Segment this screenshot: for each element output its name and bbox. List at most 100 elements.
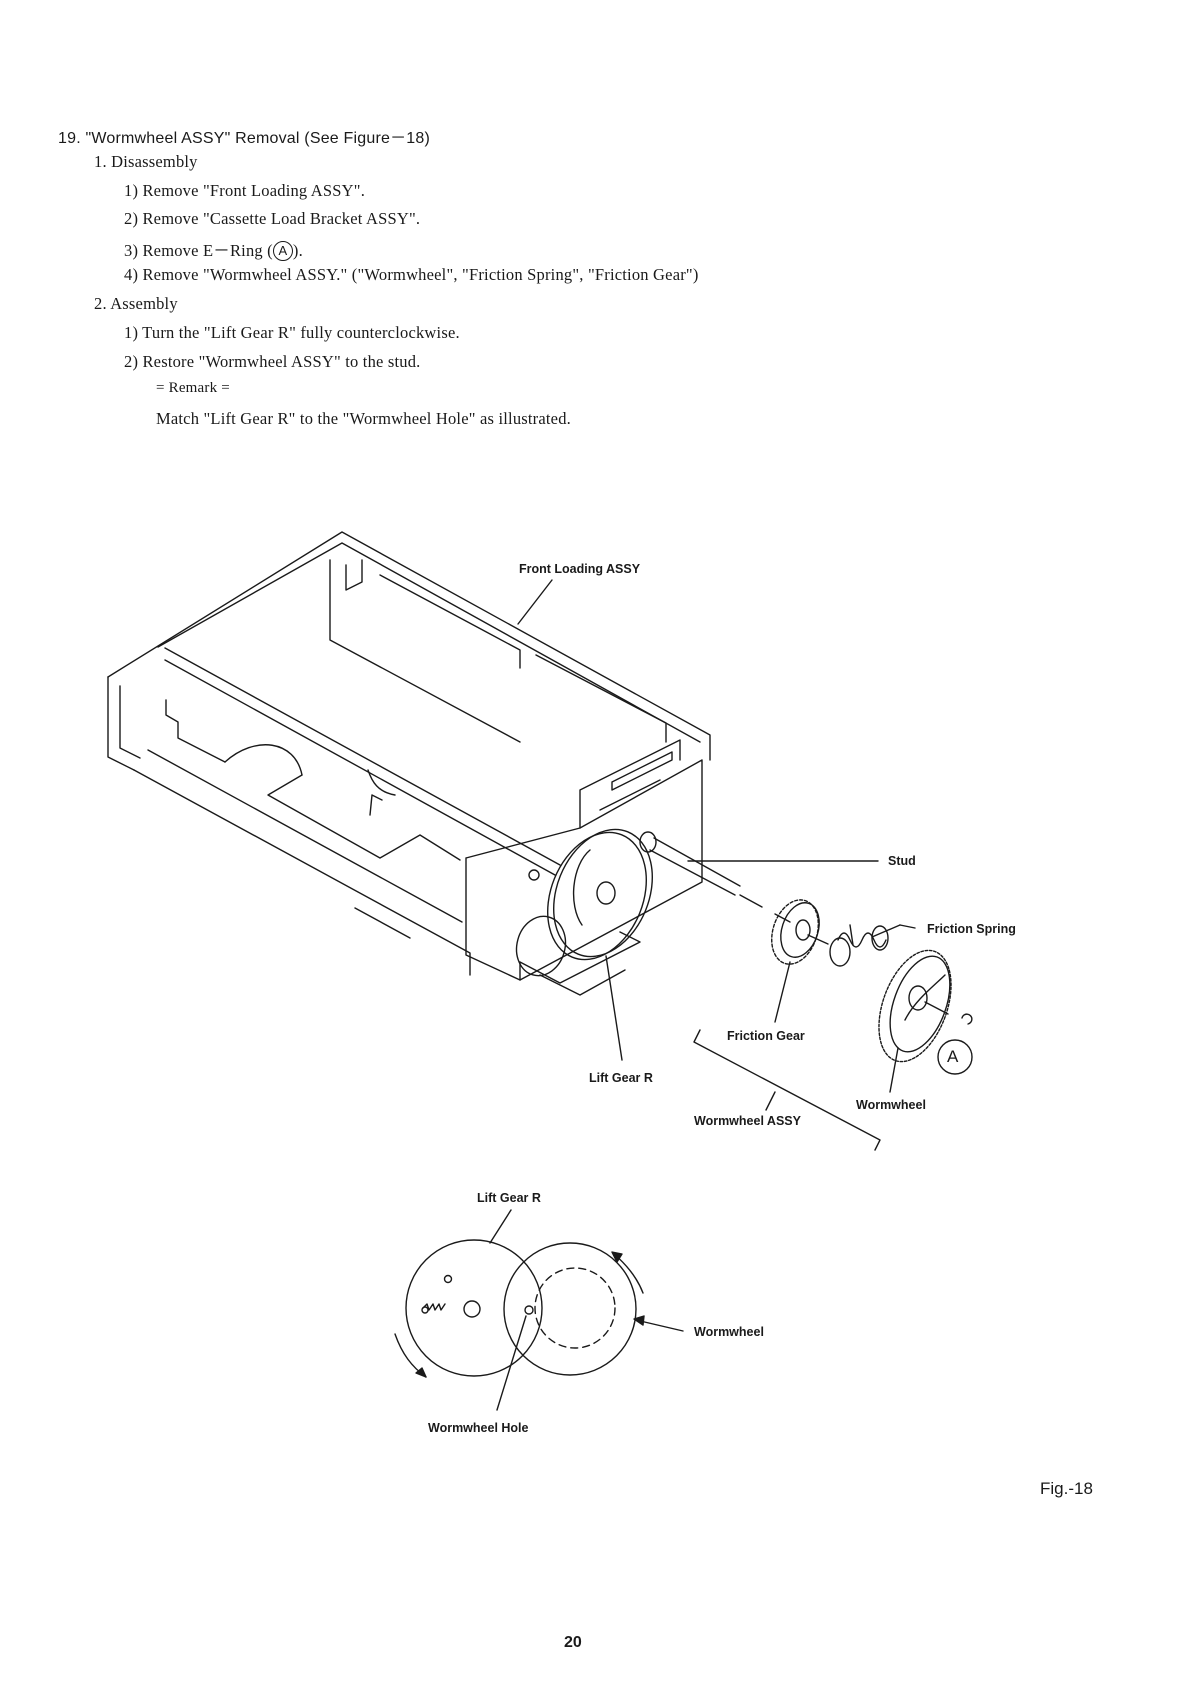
friction-spring-end bbox=[829, 937, 851, 967]
stud-shaft-bottom bbox=[649, 849, 736, 896]
chassis-side-slot bbox=[611, 751, 673, 791]
detail-lift-gear-pin-2 bbox=[421, 1306, 429, 1314]
detail-wormwheel-hole bbox=[524, 1305, 534, 1315]
chassis-cam-slot bbox=[367, 769, 396, 796]
wormwheel-assy-leader bbox=[765, 1091, 776, 1111]
label-stud: Stud bbox=[888, 854, 916, 868]
e-ring-mark-circle bbox=[937, 1039, 973, 1075]
chassis-cutout-arc bbox=[224, 744, 303, 776]
chassis-hole bbox=[528, 869, 540, 881]
chassis-bottom-bracket-2 bbox=[539, 969, 626, 996]
detail-lift-gear-spring bbox=[422, 1303, 446, 1311]
lift-gear-r-leader bbox=[605, 955, 623, 1061]
front-loading-leader bbox=[517, 579, 553, 625]
friction-gear-shaft bbox=[807, 934, 829, 945]
friction-gear-leader bbox=[774, 961, 791, 1023]
wormwheel-hub bbox=[908, 985, 928, 1011]
label-wormwheel-assy: Wormwheel ASSY bbox=[694, 1114, 801, 1128]
detail-arrow-ccw-head bbox=[611, 1251, 623, 1263]
chassis-front-bar-2 bbox=[164, 659, 556, 876]
disassembly-step-3: 3) Remove E－Ring (A). bbox=[124, 237, 303, 261]
lift-gear-disc bbox=[553, 828, 653, 958]
stud-shaft-top bbox=[653, 837, 741, 887]
lift-gear-slot bbox=[572, 849, 591, 926]
chassis-top-edge bbox=[107, 531, 711, 761]
chassis-left-inner bbox=[119, 685, 141, 759]
friction-spring-tick bbox=[849, 924, 854, 946]
chassis-front-bar bbox=[164, 647, 561, 866]
wormwheel-shaft-line bbox=[924, 1001, 949, 1015]
subsection-heading-disassembly: 1. Disassembly bbox=[94, 152, 198, 171]
friction-gear-outer bbox=[771, 899, 819, 965]
label-detail-wormwheel: Wormwheel bbox=[694, 1325, 764, 1339]
label-detail-lift-gear-r: Lift Gear R bbox=[477, 1191, 541, 1205]
chassis-floor-line bbox=[147, 749, 463, 923]
chassis-side-plate bbox=[465, 759, 703, 981]
label-detail-wormwheel-hole: Wormwheel Hole bbox=[428, 1421, 529, 1435]
lift-gear-hub bbox=[596, 881, 616, 905]
figure-number: Fig.-18 bbox=[1040, 1479, 1093, 1498]
lift-gear-disc-edge bbox=[547, 831, 647, 961]
subsection-heading-assembly: 2. Assembly bbox=[94, 294, 178, 313]
label-e-ring-mark: A bbox=[947, 1047, 959, 1066]
lift-gear-cam bbox=[515, 915, 567, 977]
detail-wormwheel-circle bbox=[503, 1242, 637, 1376]
detail-lift-gear-leader bbox=[489, 1209, 512, 1244]
friction-spring-coil bbox=[837, 932, 887, 948]
chassis-cutout-edge-2 bbox=[267, 774, 461, 861]
disassembly-step-4: 4) Remove "Wormwheel ASSY." ("Wormwheel"… bbox=[124, 265, 699, 284]
label-lift-gear-r: Lift Gear R bbox=[589, 1071, 653, 1085]
friction-spring-leader-2 bbox=[899, 924, 916, 929]
disassembly-step-2: 2) Remove "Cassette Load Bracket ASSY". bbox=[124, 209, 421, 228]
friction-gear-hub bbox=[795, 919, 811, 941]
lift-gear-r bbox=[515, 828, 653, 1061]
chassis-inner-back bbox=[157, 542, 701, 743]
section-title: 19. "Wormwheel ASSY" Removal (See Figure… bbox=[58, 130, 431, 147]
disassembly-step-1: 1) Remove "Front Loading ASSY". bbox=[124, 181, 366, 200]
chassis-rear-slot-3 bbox=[535, 654, 667, 743]
chassis-floor-front bbox=[133, 769, 471, 976]
detail-lift-gear-pin bbox=[443, 1274, 453, 1284]
e-ring-symbol: A bbox=[272, 241, 293, 261]
disassembly-step-3-suffix: ). bbox=[292, 241, 303, 260]
chassis-cutout-step bbox=[369, 794, 383, 816]
detail-hole-leader bbox=[496, 1315, 527, 1411]
label-friction-spring: Friction Spring bbox=[927, 922, 1016, 936]
detail-arrow-cw-head bbox=[415, 1367, 427, 1378]
chassis-floor-line-2 bbox=[354, 907, 411, 939]
remark-text: Match "Lift Gear R" to the "Wormwheel Ho… bbox=[156, 409, 571, 428]
label-friction-gear: Friction Gear bbox=[727, 1029, 805, 1043]
chassis-side-plate-inner bbox=[579, 739, 681, 829]
friction-gear bbox=[771, 899, 829, 1023]
page-number: 20 bbox=[564, 1634, 582, 1651]
disassembly-step-3-text: 3) Remove E－Ring ( bbox=[124, 241, 273, 260]
e-ring bbox=[961, 1013, 973, 1025]
chassis-rear-slot-1 bbox=[345, 559, 363, 591]
chassis-bottom-bracket bbox=[519, 931, 641, 984]
assembly-step-1: 1) Turn the "Lift Gear R" fully counterc… bbox=[124, 323, 460, 342]
friction-spring-leader bbox=[871, 924, 901, 938]
wormwheel-assy-brace bbox=[693, 1029, 881, 1151]
friction-spring-end-2 bbox=[871, 925, 889, 951]
assembly-step-2: 2) Restore "Wormwheel ASSY" to the stud. bbox=[124, 352, 421, 371]
chassis-rear-wall bbox=[329, 559, 521, 743]
wormwheel-assy-bracket bbox=[693, 1029, 881, 1151]
stud-axis-dash-2 bbox=[774, 913, 791, 923]
remark-title: = Remark = bbox=[156, 380, 230, 396]
chassis-rear-slot-2 bbox=[379, 574, 521, 669]
friction-spring bbox=[829, 924, 916, 967]
chassis-left-end bbox=[107, 676, 135, 771]
detail-lift-gear-circle bbox=[405, 1239, 543, 1377]
detail-diagram bbox=[394, 1209, 684, 1411]
label-wormwheel: Wormwheel bbox=[856, 1098, 926, 1112]
chassis-cutout-edge bbox=[165, 699, 226, 763]
wormwheel-outer bbox=[878, 949, 952, 1063]
stud-axis-dash-1 bbox=[739, 894, 763, 908]
detail-wormwheel-inner bbox=[534, 1267, 616, 1349]
stud-head bbox=[639, 831, 657, 853]
stud bbox=[639, 831, 879, 923]
front-loading-chassis bbox=[107, 531, 711, 996]
detail-lift-gear-hub bbox=[463, 1300, 481, 1318]
wormwheel bbox=[878, 949, 973, 1093]
